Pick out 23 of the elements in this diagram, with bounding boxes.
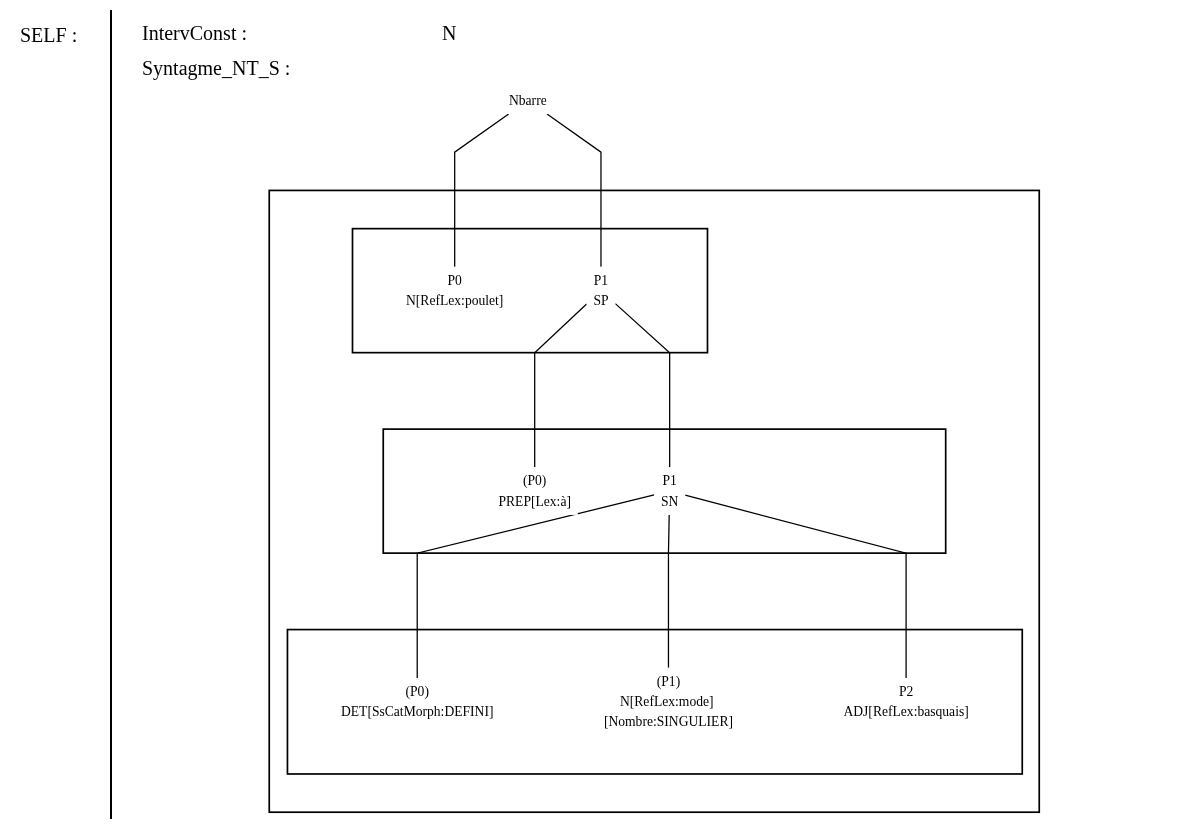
node-text: (P0) DET[SsCatMorph:DEFINI] [341, 683, 494, 719]
slot-value: N [442, 22, 457, 45]
connector [684, 494, 907, 679]
node-text: Nbarre [509, 92, 547, 108]
node-text: P1 SN [661, 473, 679, 509]
node-text: P0 N[RefLex:poulet] [406, 272, 504, 308]
connector [668, 514, 671, 669]
slot-label: SELF : [20, 24, 78, 46]
cluster [351, 227, 709, 354]
node-text: (P0) PREP[Lex:à] [498, 473, 572, 509]
slot-label: Syntagme_NT_S : [142, 57, 292, 80]
connector [546, 113, 602, 268]
node-text: P2 ADJ[RefLex:basquais] [843, 683, 969, 719]
node-text: P1 SP [593, 272, 609, 308]
cluster [382, 428, 947, 554]
connector [614, 302, 671, 468]
connector [454, 113, 510, 268]
slot-label: IntervConst : [142, 22, 248, 45]
node-text: (P1) N[RefLex:mode] [Nombre:SINGULIER] [604, 673, 734, 729]
connector [534, 303, 588, 468]
connector [416, 494, 656, 679]
cluster [286, 628, 1024, 775]
cluster [268, 189, 1041, 814]
